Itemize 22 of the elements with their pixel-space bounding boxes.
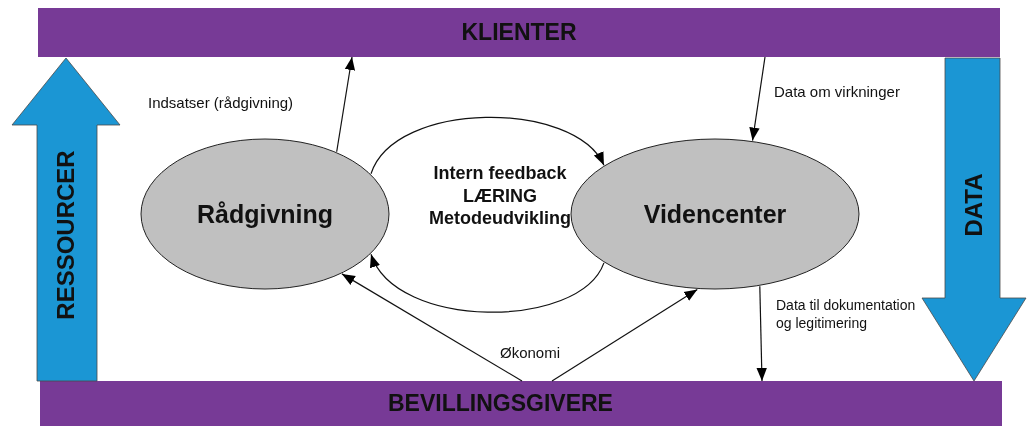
center-note: Intern feedback LÆRING Metodeudvikling xyxy=(428,162,572,230)
arrow xyxy=(370,253,605,313)
arrow xyxy=(749,56,766,142)
arrow xyxy=(341,273,523,382)
band xyxy=(40,381,1002,426)
node-label: BEVILLINGSGIVERE xyxy=(388,390,613,417)
node-label: RESSOURCER xyxy=(52,149,80,320)
node-label: Rådgivning xyxy=(196,199,334,229)
edge-label: Data til dokumentation og legitimering xyxy=(774,296,918,333)
ellipse-node xyxy=(570,138,860,290)
arrow xyxy=(336,56,356,153)
node-label: DATA xyxy=(960,172,988,237)
band xyxy=(38,8,1000,57)
node-label: KLIENTER xyxy=(461,19,577,46)
arrow xyxy=(370,116,605,175)
arrow xyxy=(756,285,767,382)
ellipse-node xyxy=(140,138,390,290)
edge-label: Indsatser (rådgivning) xyxy=(146,93,296,113)
block-arrow-up xyxy=(12,58,120,381)
block-arrow-down xyxy=(922,58,1026,381)
arrow xyxy=(551,288,698,382)
node-label: Videncenter xyxy=(643,199,787,229)
